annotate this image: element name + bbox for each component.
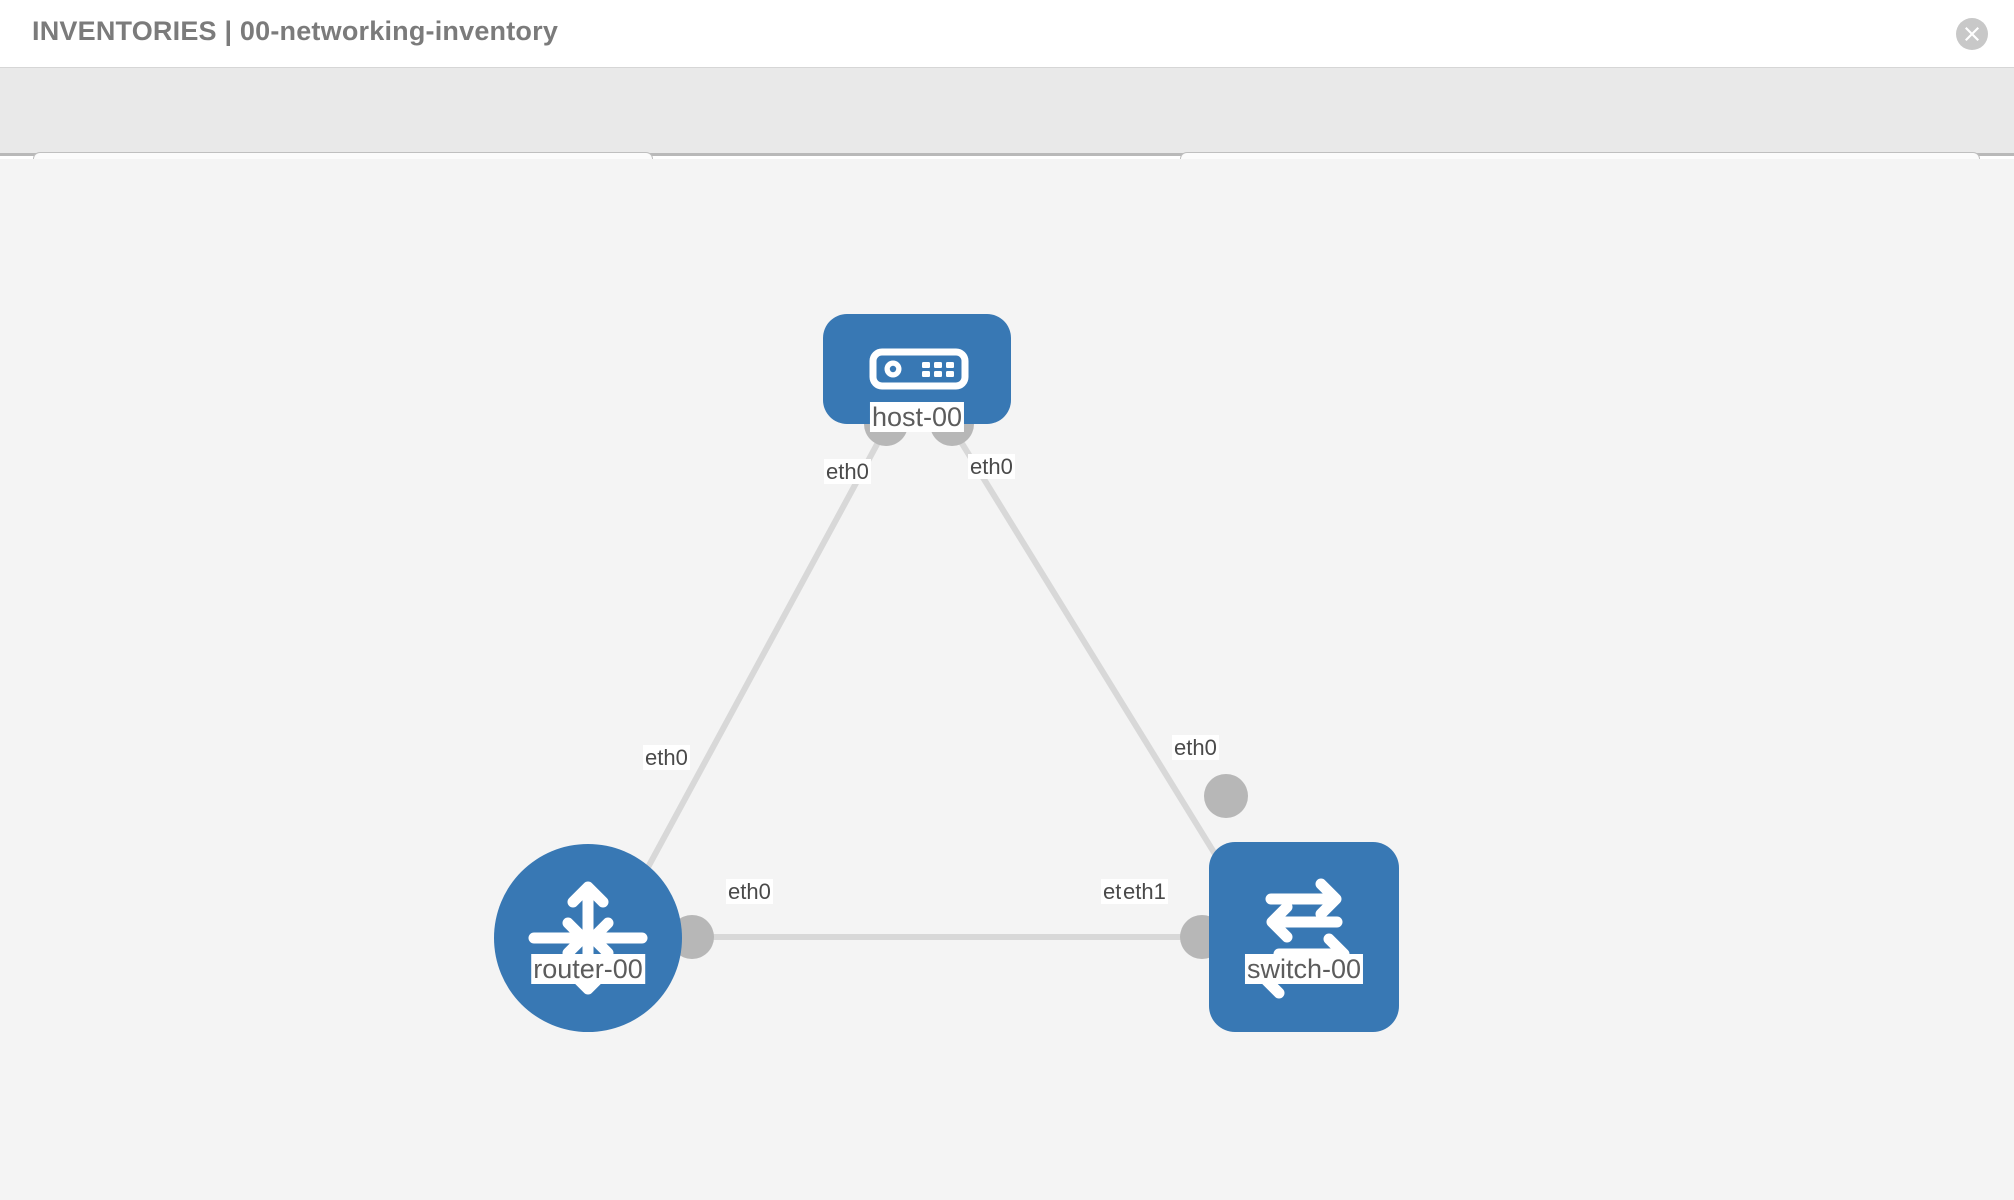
- if-label-router-to-switch: eth0: [726, 879, 773, 905]
- close-icon[interactable]: [1956, 18, 1988, 50]
- node-switch-00-label: switch-00: [1244, 954, 1364, 985]
- endpoint-switch-to-host[interactable]: [1204, 774, 1248, 818]
- node-switch-00[interactable]: switch-00: [1209, 842, 1399, 1032]
- node-host-00[interactable]: host-00: [823, 314, 1011, 433]
- node-router-00[interactable]: router-00: [494, 844, 682, 1032]
- toolbar: ACTIONS SEARCH: [0, 68, 2014, 204]
- server-appliance-icon: [869, 348, 969, 390]
- switch-arrows-icon: [1258, 878, 1350, 999]
- if-label-switch-to-host: eth0: [1172, 735, 1219, 761]
- topology-canvas[interactable]: host-00: [0, 159, 2014, 1200]
- link-host-switch: [947, 422, 1258, 921]
- node-router-00-label: router-00: [531, 954, 645, 985]
- if-label-host-right: eth0: [968, 454, 1015, 480]
- if-label-switch-to-router-eth1: eth1: [1121, 879, 1168, 905]
- if-label-router-to-host: eth0: [643, 745, 690, 771]
- topology-links: [617, 422, 1258, 940]
- page-title: INVENTORIES | 00-networking-inventory: [32, 16, 559, 46]
- link-host-router: [617, 422, 891, 921]
- node-host-00-label: host-00: [869, 402, 965, 433]
- window-header: INVENTORIES | 00-networking-inventory: [0, 0, 2014, 68]
- node-switch-00-shape: [1209, 842, 1399, 1032]
- if-label-host-left: eth0: [824, 459, 871, 485]
- router-arrows-icon: [528, 881, 648, 995]
